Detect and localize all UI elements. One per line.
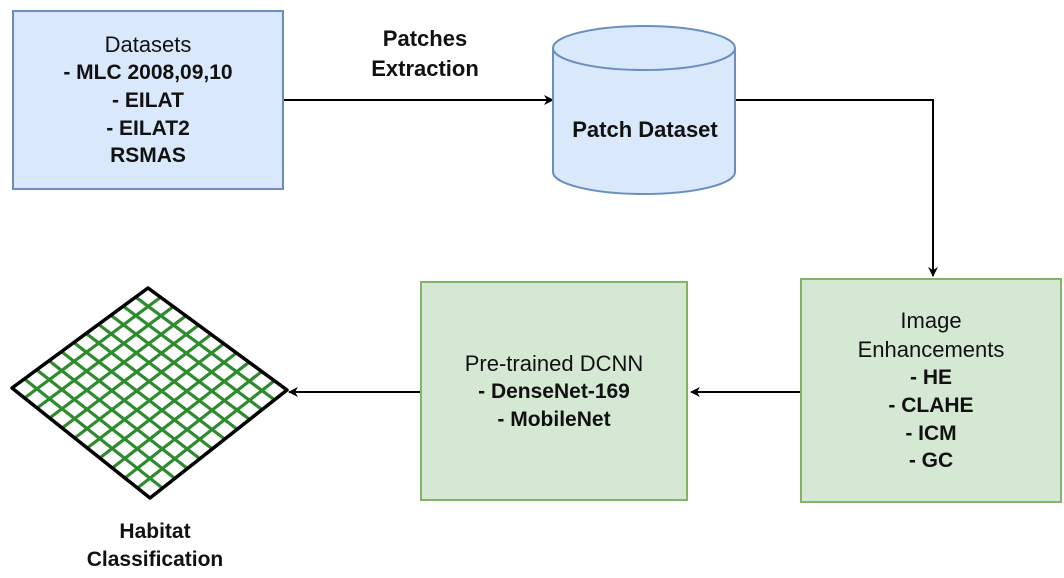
mesh-grid-line <box>136 379 276 490</box>
datasets-title: Datasets <box>104 32 192 58</box>
mesh-grid-line <box>60 350 201 460</box>
mesh-grid-line <box>72 341 214 451</box>
extraction-line-1: Patches <box>382 26 468 51</box>
enhancement-item: - CLAHE <box>888 393 974 417</box>
mesh-grid-line <box>23 377 164 490</box>
mesh-grid-line <box>97 323 239 431</box>
dataset-item: - MLC 2008,09,10 <box>63 61 233 85</box>
patch-dataset-label: Patch Dataset <box>572 117 718 142</box>
enhancement-item: - HE <box>910 366 952 390</box>
mesh-grid-line <box>73 333 213 440</box>
enhancement-item: - GC <box>908 449 954 473</box>
mesh-grid-line <box>86 342 225 450</box>
dataset-item: - EILAT2 <box>106 116 190 140</box>
dataset-item: - EILAT <box>112 88 184 112</box>
mesh-grid-line <box>85 332 226 441</box>
mesh-grid-line <box>35 368 176 480</box>
mesh-grid-line <box>61 323 200 430</box>
mesh-grid-line <box>98 351 238 460</box>
mesh-grid-diamond-icon <box>10 286 289 500</box>
enhancements-title-line-1: Image <box>900 308 962 334</box>
image-enhancements-box: Image Enhancements - HE - CLAHE - ICM - … <box>800 278 1062 503</box>
habitat-line-2: Classification <box>86 548 224 572</box>
enhancement-item: - ICM <box>905 421 957 445</box>
dcnn-item: - DenseNet-169 <box>478 379 630 403</box>
mesh-grid-line <box>36 305 175 410</box>
mesh-grid-line <box>123 370 263 480</box>
cylinder-database-icon <box>552 25 736 195</box>
dcnn-title: Pre-trained DCNN <box>464 350 644 376</box>
patches-extraction-label: Patches Extraction <box>345 24 505 83</box>
habitat-classification-label: Habitat Classification <box>40 518 270 575</box>
arrow-patch-to-enhancements <box>735 99 938 277</box>
datasets-box: Datasets - MLC 2008,09,10 - EILAT - EILA… <box>12 10 284 190</box>
mesh-grid-line <box>122 304 264 411</box>
enhancements-title-line-2: Enhancements <box>857 337 1005 363</box>
extraction-line-2: Extraction <box>371 55 479 81</box>
mesh-grid-line <box>111 360 251 470</box>
mesh-grid-line <box>23 295 162 400</box>
dcnn-item: - MobileNet <box>497 407 611 431</box>
mesh-grid-line <box>109 313 251 421</box>
pretrained-dcnn-box: Pre-trained DCNN - DenseNet-169 - Mobile… <box>420 281 688 501</box>
dataset-item: RSMAS <box>110 144 186 168</box>
mesh-grid-line <box>48 359 189 470</box>
mesh-grid-line <box>134 295 276 402</box>
mesh-grid-line <box>48 314 187 420</box>
habitat-line-1: Habitat <box>119 520 191 543</box>
